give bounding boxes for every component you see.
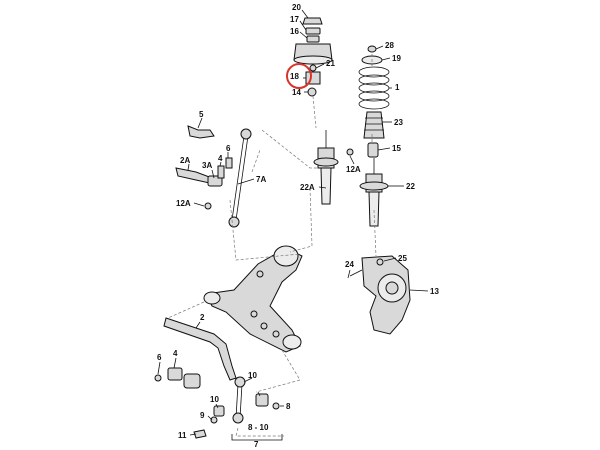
callout-7[interactable]: 7	[254, 440, 259, 449]
callout-14[interactable]: 14	[292, 88, 301, 97]
link-bottom[interactable]	[232, 412, 244, 424]
part-25-bolt[interactable]	[376, 258, 384, 266]
callout-15[interactable]: 15	[392, 144, 401, 153]
part-6-bolt-lower[interactable]	[154, 374, 162, 382]
callout-25[interactable]: 25	[398, 254, 407, 263]
callout-12A-left[interactable]: 12A	[176, 199, 191, 208]
callout-22[interactable]: 22	[406, 182, 415, 191]
part-22-shock-absorber[interactable]	[359, 158, 389, 227]
callout-1[interactable]: 1	[395, 83, 400, 92]
callout-12A-right[interactable]: 12A	[346, 165, 361, 174]
part-13-knuckle[interactable]	[349, 255, 411, 335]
callout-19[interactable]: 19	[392, 54, 401, 63]
part-15-bump-rubber[interactable]	[367, 142, 379, 158]
callout-8-10[interactable]: 8 - 10	[248, 423, 269, 432]
callout-16[interactable]: 16	[290, 27, 299, 36]
spring-assembly	[358, 45, 390, 227]
callout-8[interactable]: 8	[286, 402, 291, 411]
part-8-nut[interactable]	[272, 402, 280, 410]
part-12A-nut-left[interactable]	[204, 202, 212, 210]
mount-flange	[293, 55, 333, 65]
callout-18[interactable]: 18	[290, 72, 299, 81]
callout-3A[interactable]: 3A	[202, 161, 212, 170]
callout-5[interactable]: 5	[199, 110, 204, 119]
callout-6-lower[interactable]: 6	[157, 353, 162, 362]
part-14-nut[interactable]	[307, 87, 317, 97]
callout-6-upper[interactable]: 6	[226, 144, 231, 153]
callout-21[interactable]: 21	[326, 59, 335, 68]
part-6-bolt[interactable]	[225, 157, 233, 169]
link-7A-bottom[interactable]	[228, 216, 240, 228]
part-2-stabilizer-bar[interactable]	[163, 317, 237, 381]
callout-4-lower[interactable]: 4	[173, 349, 178, 358]
callout-17[interactable]: 17	[290, 15, 299, 24]
bracket-8-10	[231, 434, 283, 441]
callout-7A[interactable]: 7A	[256, 175, 266, 184]
callout-10-lower[interactable]: 10	[210, 395, 219, 404]
part-9-washer[interactable]	[210, 416, 218, 424]
part-bush-lower[interactable]	[183, 373, 201, 389]
callout-24[interactable]: 24	[345, 260, 354, 269]
part-4-clamp[interactable]	[217, 165, 225, 179]
stabilizer-link-group	[175, 125, 252, 228]
callout-10-upper[interactable]: 10	[248, 371, 257, 380]
link-top[interactable]	[234, 376, 246, 388]
part-11-bolt[interactable]	[193, 429, 207, 439]
strut-mount-stack	[293, 17, 333, 97]
callout-22A[interactable]: 22A	[300, 183, 315, 192]
part-4-clamp-lower[interactable]	[167, 367, 183, 381]
callout-13[interactable]: 13	[430, 287, 439, 296]
coil-spring-1[interactable]	[358, 66, 390, 110]
callout-23[interactable]: 23	[394, 118, 403, 127]
callout-20[interactable]: 20	[292, 3, 301, 12]
guide-lines	[167, 54, 377, 437]
part-10-bush-lower[interactable]	[213, 405, 225, 417]
part-24-bolt[interactable]	[349, 269, 363, 277]
callout-labels: 20 17 16 28 19 21 18 1 14 23 15 5 2A 3A …	[157, 3, 439, 449]
callout-2[interactable]: 2	[200, 313, 205, 322]
callout-11[interactable]: 11	[178, 431, 187, 440]
part-16-washer[interactable]	[306, 35, 320, 43]
part-17-nut[interactable]	[305, 27, 321, 35]
part-28-nut[interactable]	[367, 45, 377, 53]
callout-4-upper[interactable]: 4	[218, 154, 223, 163]
callout-9[interactable]: 9	[200, 411, 205, 420]
link-7A-top[interactable]	[240, 128, 252, 140]
callout-leaders	[157, 9, 429, 436]
part-10-bush[interactable]	[255, 393, 269, 407]
stabilizer-bar-group	[154, 317, 280, 439]
highlight-ring-18	[286, 63, 312, 89]
part-23-boot[interactable]	[363, 111, 385, 139]
callout-28[interactable]: 28	[385, 41, 394, 50]
lower-control-arm[interactable]	[203, 245, 303, 353]
part-5-bracket[interactable]	[187, 125, 215, 139]
part-20-cap[interactable]	[302, 17, 323, 25]
callout-2A[interactable]: 2A	[180, 156, 190, 165]
part-22A-strut[interactable]	[313, 130, 354, 205]
part-21-ring[interactable]	[309, 64, 317, 72]
